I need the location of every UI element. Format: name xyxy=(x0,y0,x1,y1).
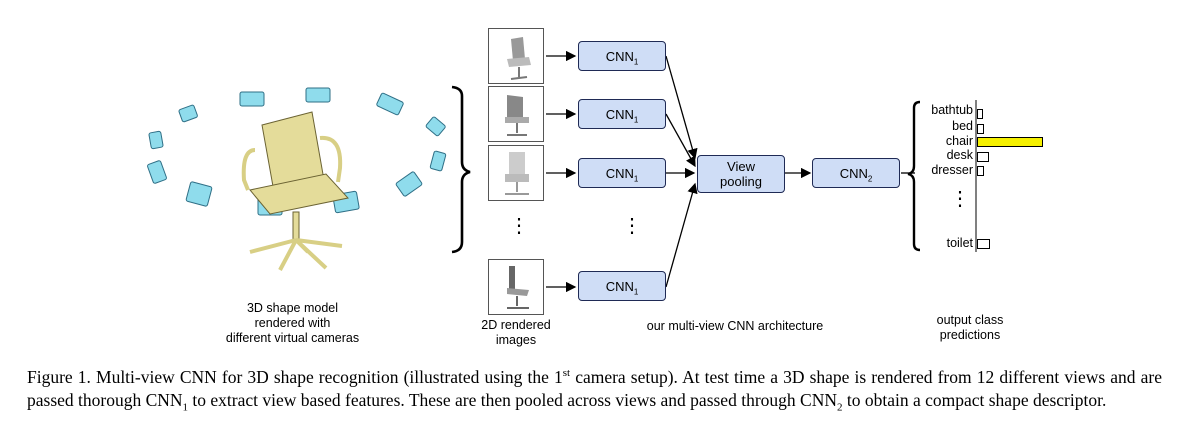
cnn-name: CNN xyxy=(605,107,634,122)
cnn-subscript: 1 xyxy=(633,174,639,184)
camera-icon xyxy=(395,171,423,197)
label-line: pooling xyxy=(720,174,762,189)
score-bar xyxy=(977,152,989,162)
camera-icon xyxy=(148,130,164,150)
cnn-name: CNN xyxy=(605,49,634,64)
camera-icon xyxy=(185,181,213,207)
score-bar xyxy=(977,166,984,176)
caption-text: Figure 1. Multi-view CNN for 3D shape re… xyxy=(27,366,563,387)
class-label: toilet xyxy=(946,236,973,250)
cnn-name: CNN xyxy=(605,166,634,181)
camera-icon xyxy=(147,160,167,184)
label-line: 2D rendered xyxy=(481,318,551,332)
vertical-ellipsis: ⋮ xyxy=(950,188,970,210)
score-bar xyxy=(977,124,984,134)
camera-icon xyxy=(425,116,446,137)
connection-lines xyxy=(451,50,977,293)
rendered-view-image xyxy=(488,28,544,84)
cnn-subscript: 1 xyxy=(633,287,639,297)
cnn-subscript: 2 xyxy=(867,174,873,184)
view-pooling-box: View pooling xyxy=(697,155,785,193)
camera-icon xyxy=(376,92,404,116)
class-label: chair xyxy=(945,134,973,148)
label-line: rendered with xyxy=(254,316,331,330)
label-line: images xyxy=(495,333,537,347)
class-label: bathtub xyxy=(931,103,973,117)
camera-icon xyxy=(305,87,331,103)
cnn-name: CNN xyxy=(839,166,868,181)
label-line: View xyxy=(727,159,755,174)
score-bar-highlighted xyxy=(977,137,1043,147)
label-line: output class xyxy=(936,313,1004,327)
cnn1-box: CNN1 xyxy=(578,99,666,129)
cnn1-box: CNN1 xyxy=(578,158,666,188)
camera-icon xyxy=(239,91,265,107)
architecture-label: our multi-view CNN architecture xyxy=(646,319,824,333)
vertical-ellipsis: ⋮ xyxy=(622,215,642,237)
label-line: predictions xyxy=(939,328,1001,342)
rendered-view-image xyxy=(488,259,544,315)
figure-caption: Figure 1. Multi-view CNN for 3D shape re… xyxy=(27,362,1162,419)
cnn-subscript: 1 xyxy=(633,57,639,67)
cnn-subscript: 1 xyxy=(633,115,639,125)
class-label: bed xyxy=(952,119,973,133)
class-label: desk xyxy=(946,148,973,162)
camera-icon xyxy=(178,104,198,123)
cnn1-box: CNN1 xyxy=(578,271,666,301)
shape-model-label: 3D shape model rendered with different v… xyxy=(205,301,380,346)
caption-text: to obtain a compact shape descriptor. xyxy=(842,389,1107,410)
score-bar xyxy=(977,109,983,119)
class-label: dresser xyxy=(931,163,973,177)
label-line: 3D shape model xyxy=(246,301,339,315)
caption-superscript: st xyxy=(562,367,571,379)
caption-text: camera setup). At test time a 3D shape i… xyxy=(27,366,1162,410)
output-label: output class predictions xyxy=(915,313,1025,343)
label-line: different virtual cameras xyxy=(225,331,360,345)
score-bar xyxy=(977,239,990,249)
vertical-ellipsis: ⋮ xyxy=(509,215,529,237)
rendered-view-image xyxy=(488,86,544,142)
caption-subscript: 1 xyxy=(182,401,189,414)
caption-text: to extract view based features. These ar… xyxy=(188,389,837,410)
cnn-name: CNN xyxy=(605,279,634,294)
cnn2-box: CNN2 xyxy=(812,158,900,188)
camera-icon xyxy=(429,150,447,172)
rendered-view-image xyxy=(488,145,544,201)
rendered-images-label: 2D rendered images xyxy=(470,318,562,348)
cnn1-box: CNN1 xyxy=(578,41,666,71)
caption-subscript: 2 xyxy=(836,401,843,414)
chair-with-cameras xyxy=(147,87,447,271)
